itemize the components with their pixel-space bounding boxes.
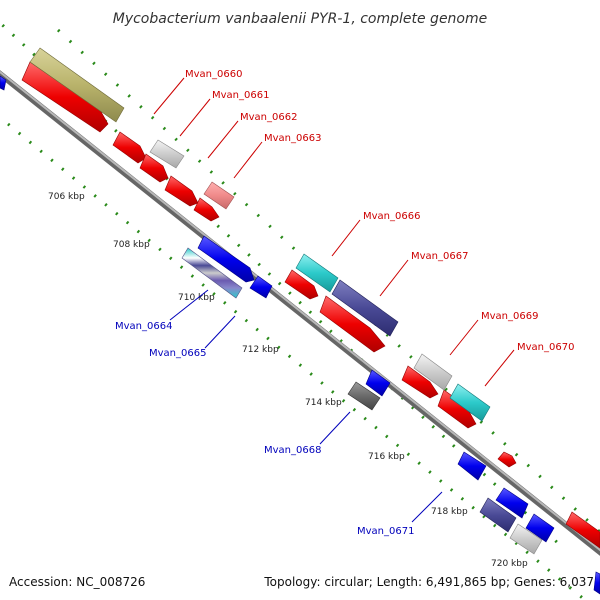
gene-mvan-0669-arrow[interactable] — [401, 365, 439, 399]
tick-label: 714 kbp — [305, 398, 342, 408]
tick-dots-inner — [7, 122, 586, 600]
gene-fwd-arrow[interactable] — [497, 451, 517, 468]
feature-pink-block[interactable] — [203, 181, 235, 210]
tick-label: 710 kbp — [178, 293, 215, 303]
tick-label: 720 kbp — [491, 559, 528, 569]
gene-rev-arrow[interactable] — [593, 571, 600, 595]
feature-silver-block[interactable] — [413, 353, 453, 391]
gene-rev-arrow[interactable] — [457, 451, 487, 481]
tick-label: 706 kbp — [48, 192, 85, 202]
genome-backbone-highlight — [0, 70, 600, 552]
gene-mvan-0665-stripe[interactable] — [181, 247, 243, 299]
gene-rev-arrow[interactable] — [0, 75, 7, 91]
label-leader — [449, 319, 479, 356]
label-leader — [484, 349, 515, 387]
gene-label-mvan-0668[interactable]: Mvan_0668 — [264, 445, 321, 456]
genome-backbone — [0, 70, 600, 556]
label-leader — [169, 289, 209, 321]
tick-label: 708 kbp — [113, 240, 150, 250]
gene-label-mvan-0662[interactable]: Mvan_0662 — [240, 112, 297, 123]
gene-rev-arrow[interactable] — [525, 513, 555, 543]
gene-mvan-0671-block[interactable] — [479, 497, 517, 533]
feature-cyan-block[interactable] — [449, 383, 491, 422]
label-leader — [233, 141, 263, 179]
gene-mvan-0668-block[interactable] — [347, 381, 381, 411]
label-leader — [411, 491, 443, 523]
gene-mvan-0662-arrow[interactable] — [139, 153, 169, 183]
gene-mvan-0661-arrow[interactable] — [112, 131, 147, 164]
tick-label: 712 kbp — [242, 345, 279, 355]
label-leader — [379, 259, 409, 297]
map-title: Mycobacterium vanbaalenii PYR-1, complet… — [113, 11, 488, 27]
accession-text: Accession: NC_008726 — [9, 575, 145, 589]
tick-label: 718 kbp — [431, 507, 468, 517]
gene-mvan-0666-arrow[interactable] — [284, 269, 319, 300]
label-leader — [207, 120, 239, 159]
label-leader — [204, 315, 236, 349]
label-leader — [319, 411, 351, 445]
gene-rev-arrow[interactable] — [249, 275, 273, 299]
gene-label-mvan-0667[interactable]: Mvan_0667 — [411, 251, 468, 262]
gene-fwd-arrow[interactable] — [193, 197, 220, 222]
feature-olive-block[interactable] — [29, 47, 125, 123]
gene-label-mvan-0660[interactable]: Mvan_0660 — [185, 69, 242, 80]
gene-label-mvan-0664[interactable]: Mvan_0664 — [115, 321, 172, 332]
tick-label: 716 kbp — [368, 452, 405, 462]
label-leader — [153, 77, 185, 115]
gene-label-mvan-0661[interactable]: Mvan_0661 — [212, 90, 269, 101]
gene-label-mvan-0666[interactable]: Mvan_0666 — [363, 211, 420, 222]
gene-mvan-0668-arrow[interactable] — [365, 369, 391, 397]
gene-mvan-0671-arrow[interactable] — [495, 487, 529, 519]
label-leader — [179, 98, 211, 137]
genome-stats-text: Topology: circular; Length: 6,491,865 bp… — [263, 575, 594, 589]
label-leader — [331, 219, 361, 257]
feature-navy-block[interactable] — [331, 279, 399, 337]
feature-silver-block[interactable] — [149, 139, 185, 169]
gene-label-mvan-0671[interactable]: Mvan_0671 — [357, 526, 414, 537]
gene-label-mvan-0670[interactable]: Mvan_0670 — [517, 342, 574, 353]
feature-silver-block[interactable] — [509, 523, 543, 555]
feature-cyan-block[interactable] — [295, 253, 339, 293]
gene-mvan-0664-arrow[interactable] — [197, 235, 255, 283]
gene-label-mvan-0669[interactable]: Mvan_0669 — [481, 311, 538, 322]
gene-label-mvan-0665[interactable]: Mvan_0665 — [149, 348, 206, 359]
gene-fwd-arrow[interactable] — [565, 511, 600, 549]
gene-mvan-0663-arrow[interactable] — [164, 175, 199, 207]
gene-label-mvan-0663[interactable]: Mvan_0663 — [264, 133, 321, 144]
gene-mvan-0667-arrow[interactable] — [319, 295, 386, 353]
